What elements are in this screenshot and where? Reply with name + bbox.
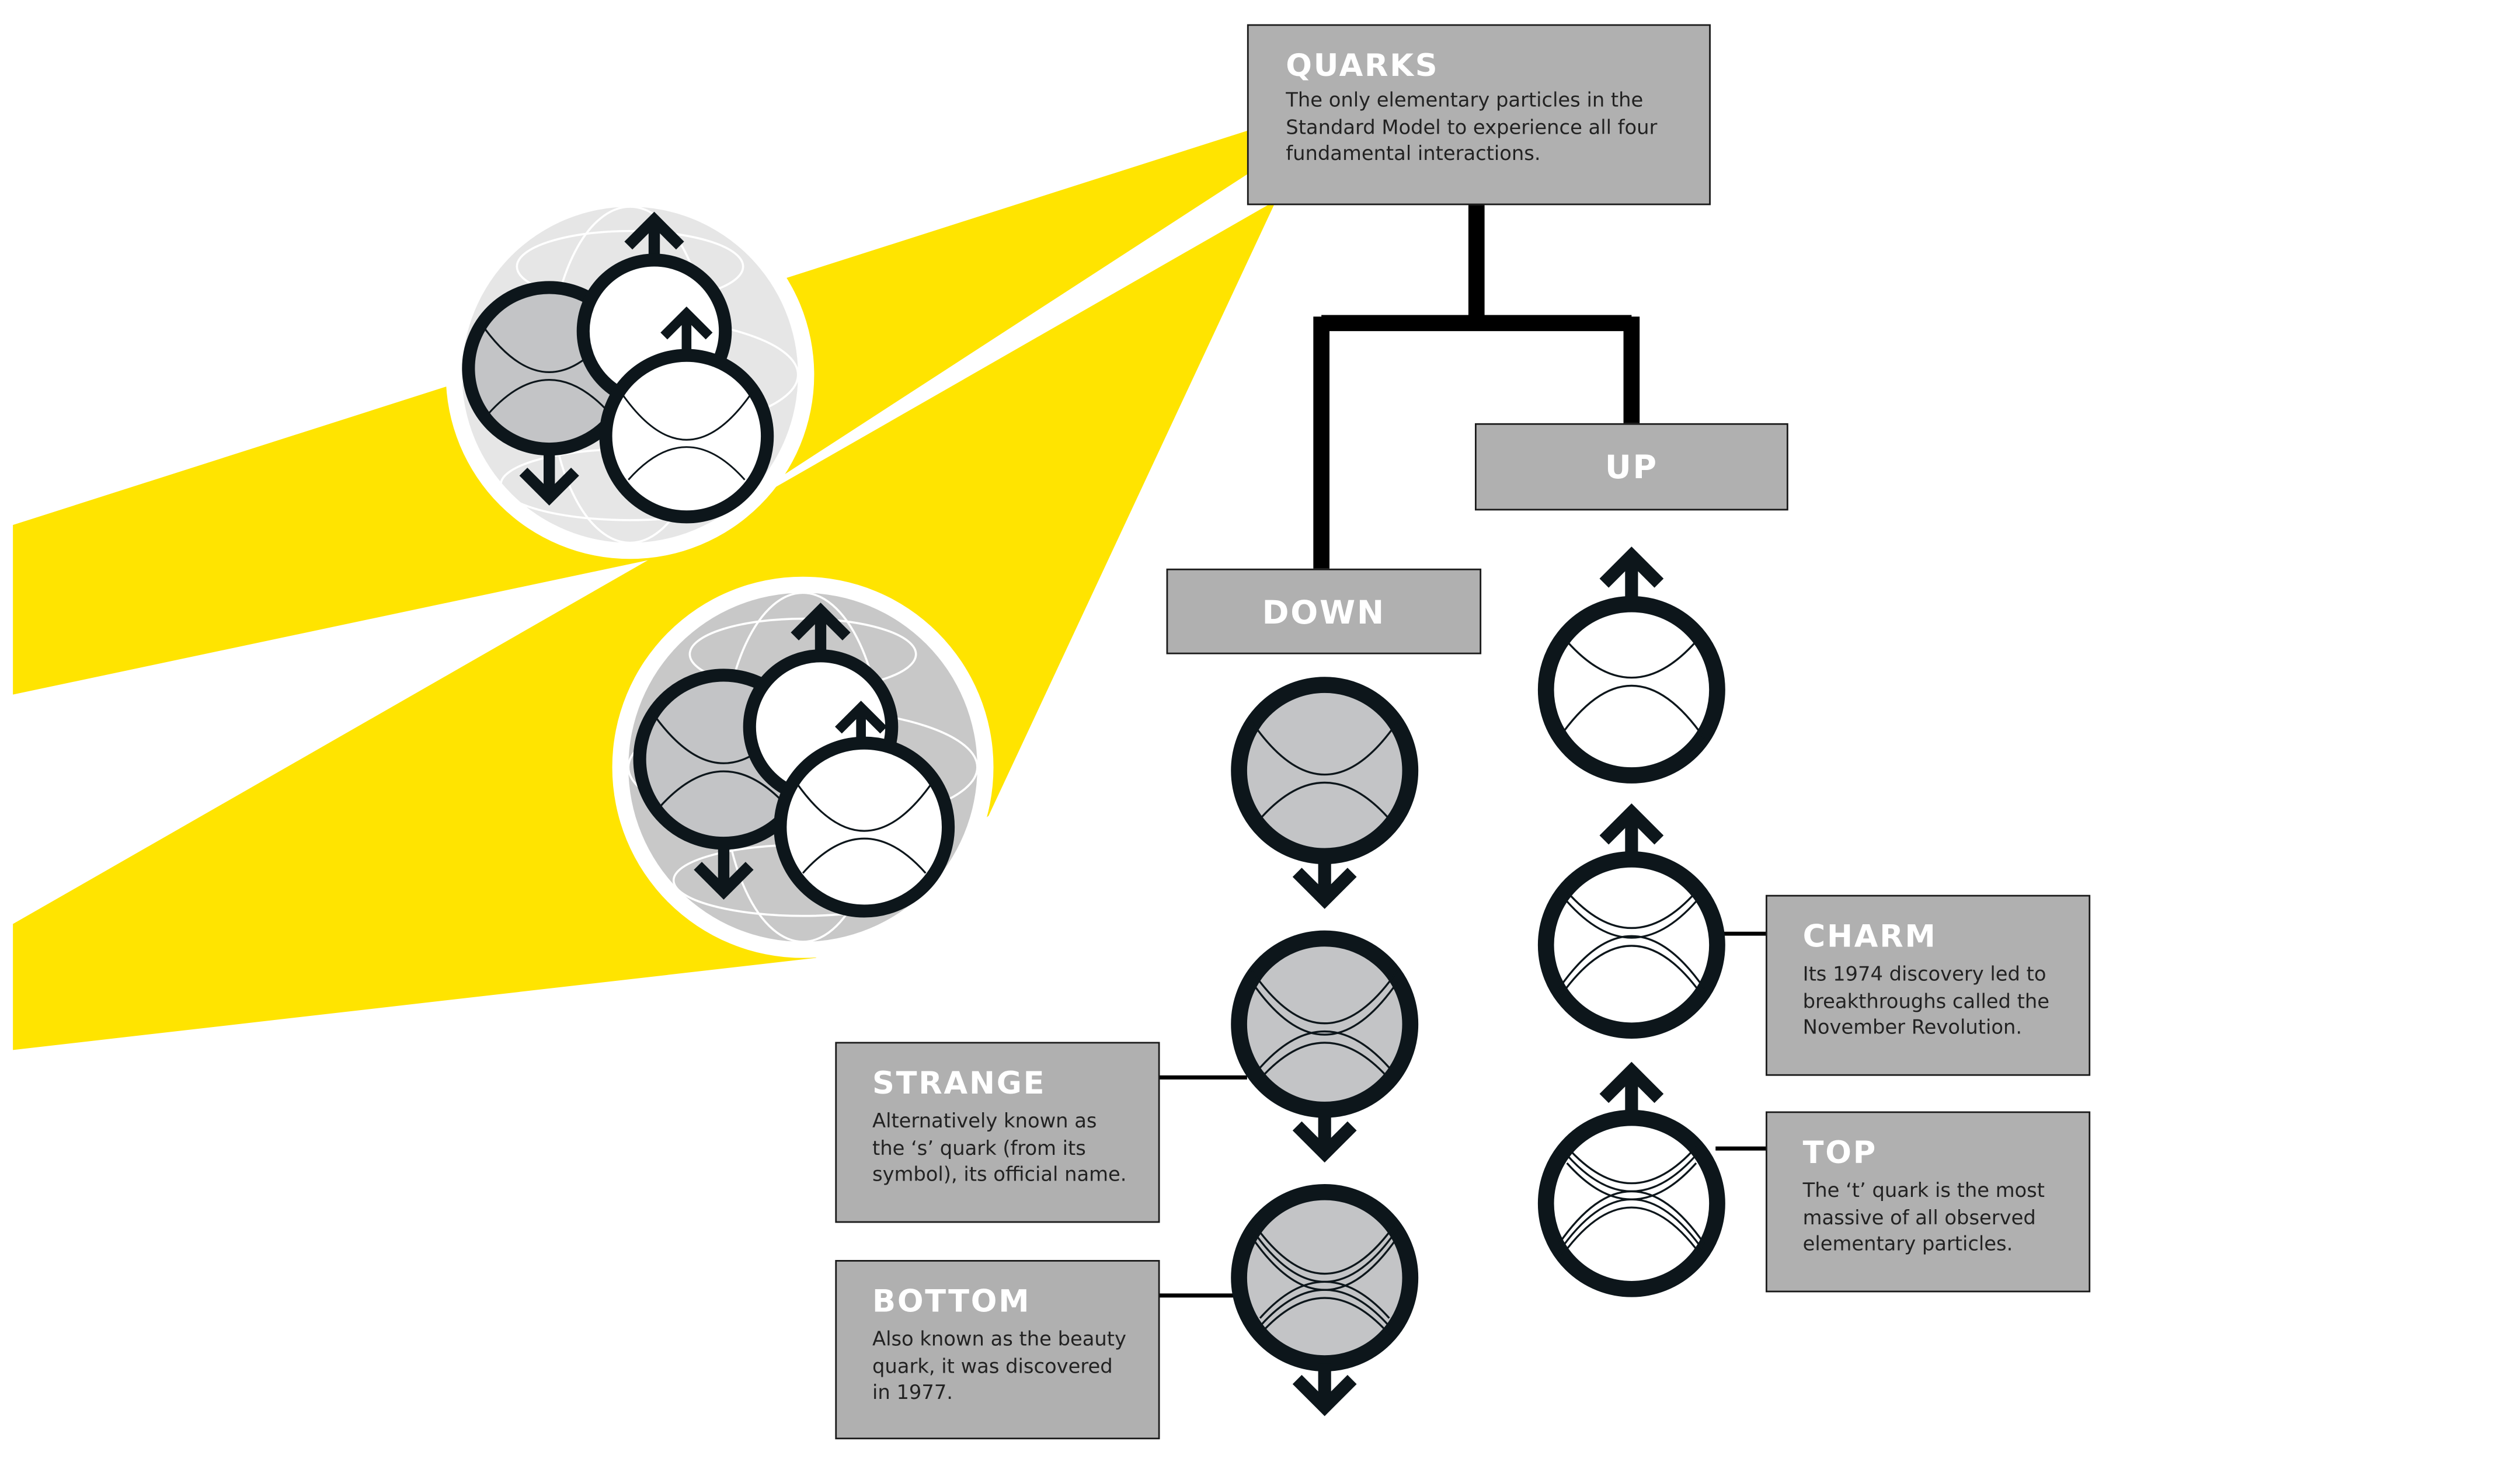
- charm-box: CHARM Its 1974 discovery led to breakthr…: [1766, 894, 2091, 1076]
- strange-title: STRANGE: [872, 1066, 1046, 1102]
- bottom-title: BOTTOM: [872, 1284, 1031, 1320]
- bottom-quark-icon: [1231, 1183, 1419, 1416]
- up-label: UP: [1604, 447, 1658, 486]
- quarks-box: QUARKS The only elementary particles in …: [1247, 24, 1711, 206]
- top-title: TOP: [1802, 1135, 1878, 1171]
- quarks-title: QUARKS: [1286, 48, 1439, 84]
- charm-title: CHARM: [1802, 919, 1937, 955]
- bottom-box: BOTTOM Also known as the beauty quark, i…: [835, 1260, 1160, 1440]
- leader-lines: [1158, 931, 1766, 1298]
- up-label-box: UP: [1474, 423, 1788, 511]
- up-quark-icon: [599, 307, 774, 524]
- down-quark-icon: [1231, 677, 1419, 909]
- quarks-description: The only elementary particles in the Sta…: [1286, 89, 1658, 165]
- top-box: TOP The ‘t’ quark is the most massive of…: [1766, 1111, 2091, 1293]
- top-quark-icon: [1537, 1061, 1725, 1297]
- charm-description: Its 1974 discovery led to breakthroughs …: [1802, 962, 2050, 1039]
- up-quark-icon: [774, 701, 955, 918]
- strange-quark-icon: [1231, 930, 1419, 1163]
- charm-quark-icon: [1537, 803, 1725, 1039]
- tree-connector: [1313, 203, 1640, 569]
- down-label: DOWN: [1262, 591, 1386, 631]
- down-label-box: DOWN: [1166, 568, 1482, 655]
- strange-description: Alternatively known as the ‘s’ quark (fr…: [872, 1109, 1127, 1186]
- strange-box: STRANGE Alternatively known as the ‘s’ q…: [835, 1042, 1160, 1223]
- proton-sphere-upper: [445, 190, 815, 559]
- up-quark-icon: [1537, 546, 1725, 784]
- proton-sphere-lower: [612, 576, 994, 958]
- bottom-description: Also known as the beauty quark, it was d…: [872, 1328, 1126, 1404]
- top-description: The ‘t’ quark is the most massive of all…: [1802, 1179, 2045, 1255]
